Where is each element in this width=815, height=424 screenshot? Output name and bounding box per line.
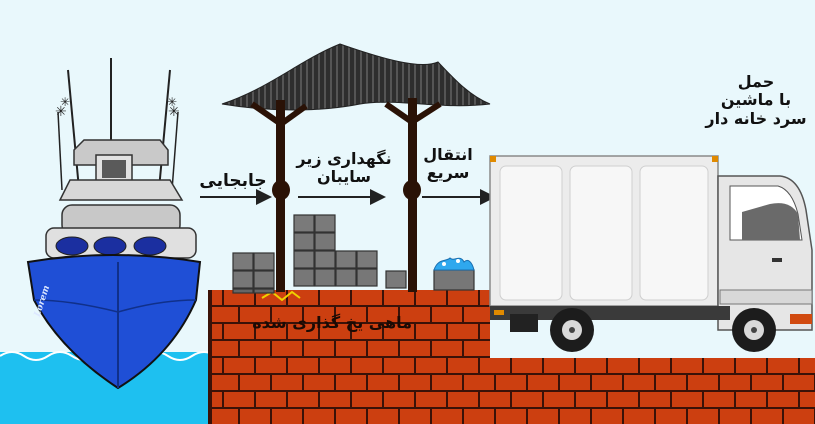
svg-text:✳: ✳ <box>167 95 177 109</box>
dock-edge <box>208 290 212 424</box>
label-quick-line-1: انتقال <box>418 146 478 164</box>
label-refrigerated-transport: حمل با ماشین سرد خانه دار <box>700 73 812 128</box>
label-transport-line-3: سرد خانه دار <box>700 110 812 128</box>
label-shade-storage: نگهداری زیر سایبان <box>294 150 394 187</box>
brick-road <box>488 358 815 424</box>
brick-dock <box>210 290 490 424</box>
label-storage-line-1: نگهداری زیر <box>294 150 394 168</box>
label-transport-line-2: با ماشین <box>700 91 812 109</box>
label-storage-line-2: سایبان <box>294 168 394 186</box>
label-iced-fish: ماهی یخ گذاری شده <box>262 314 412 332</box>
label-moving: جابجایی <box>190 172 276 192</box>
label-transport-line-1: حمل <box>700 73 812 91</box>
label-quick-line-2: سریع <box>418 164 478 182</box>
svg-text:✳: ✳ <box>60 95 70 109</box>
label-quick-transfer: انتقال سریع <box>418 146 478 183</box>
